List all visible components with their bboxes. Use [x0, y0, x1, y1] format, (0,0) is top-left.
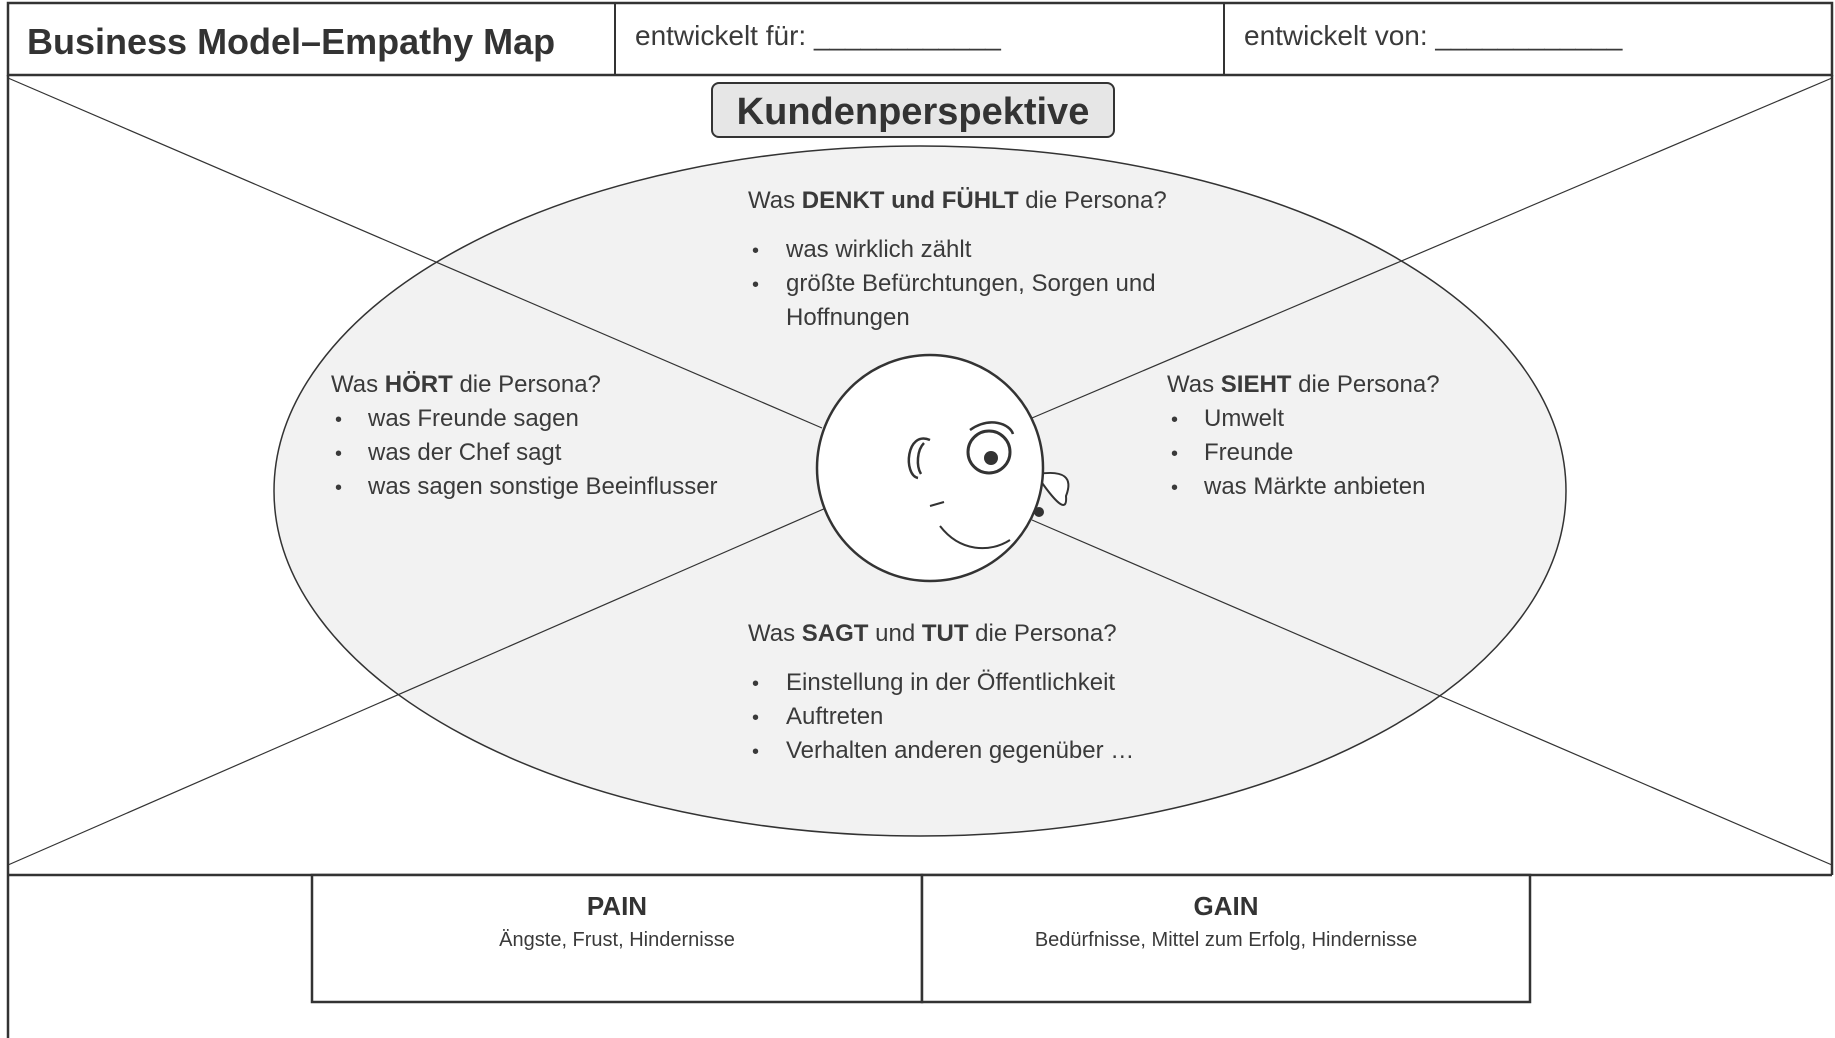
list-item: was wirklich zählt — [785, 236, 972, 263]
pain-box — [310, 873, 924, 1004]
heading-part: die Persona? — [453, 371, 601, 398]
bullet-icon: • — [335, 477, 342, 499]
list-item: was der Chef sagt — [367, 439, 562, 466]
heading-part: Was — [1167, 371, 1221, 398]
heading-part: Was — [748, 620, 802, 647]
say-do-heading: Was SAGT und TUT die Persona? — [748, 620, 1117, 647]
heading-part: DENKT und FÜHLT — [802, 187, 1019, 214]
list-item: Freunde — [1204, 439, 1293, 466]
list-item: was Märkte anbieten — [1203, 473, 1425, 500]
header-frame — [6, 1, 1834, 77]
list-item: was sagen sonstige Beeinflusser — [367, 473, 718, 500]
heading-part: SIEHT — [1221, 371, 1292, 398]
heading-part: die Persona? — [1019, 187, 1167, 214]
heading-part: Was — [331, 371, 385, 398]
heading-part: die Persona? — [1291, 371, 1439, 398]
pain-subtitle: Ängste, Frust, Hindernisse — [499, 929, 735, 951]
list-item: Hoffnungen — [786, 304, 910, 331]
bullet-icon: • — [1171, 477, 1178, 499]
heading-part: HÖRT — [385, 371, 453, 398]
diagonal-bottom-right — [1031, 519, 1833, 866]
gain-title: GAIN — [1194, 891, 1259, 921]
think-feel-quadrant: Was DENKT und FÜHLT die Persona? • was wir… — [748, 187, 1167, 331]
heading-part: TUT — [922, 620, 969, 647]
diagonal-bottom-left — [7, 507, 827, 866]
heading-part: SAGT — [802, 620, 869, 647]
gain-subtitle: Bedürfnisse, Mittel zum Erfolg, Hinderni… — [1035, 929, 1417, 951]
hear-heading: Was HÖRT die Persona? — [331, 371, 601, 398]
think-feel-heading: Was DENKT und FÜHLT die Persona? — [748, 187, 1167, 214]
bullet-icon: • — [752, 274, 759, 296]
heading-part: die Persona? — [969, 620, 1117, 647]
bullet-icon: • — [335, 409, 342, 431]
bullet-icon: • — [1171, 409, 1178, 431]
pain-title: PAIN — [587, 891, 647, 921]
gain-box — [920, 873, 1532, 1004]
developed-for-field[interactable]: entwickelt für: ____________ — [635, 20, 1001, 51]
bullet-icon: • — [752, 673, 759, 695]
see-heading: Was SIEHT die Persona? — [1167, 371, 1440, 398]
hear-quadrant: Was HÖRT die Persona? • was Freunde sagen •… — [331, 371, 718, 500]
say-do-quadrant: Was SAGT und TUT die Persona? • Einstellun… — [748, 620, 1134, 764]
list-item: was Freunde sagen — [367, 405, 579, 432]
diagonal-top-left — [7, 77, 823, 429]
heading-part: Was — [748, 187, 802, 214]
bullet-icon: • — [335, 443, 342, 465]
bullet-icon: • — [1171, 443, 1178, 465]
bullet-icon: • — [752, 741, 759, 763]
bullet-icon: • — [752, 240, 759, 262]
list-item: Auftreten — [786, 703, 883, 730]
list-item: Einstellung in der Öffentlichkeit — [786, 669, 1115, 696]
perspective-label: Kundenperspektive — [737, 91, 1090, 133]
heading-part: und — [868, 620, 921, 647]
list-item: Umwelt — [1204, 405, 1284, 432]
see-quadrant: Was SIEHT die Persona? • Umwelt • Freunde • wa… — [1167, 371, 1440, 500]
diagonal-top-right — [1031, 77, 1833, 419]
page-title: Business Model–Empathy Map — [27, 21, 555, 62]
persona-face-icon — [815, 353, 1070, 583]
perspective-label-box — [711, 82, 1115, 138]
developed-by-field[interactable]: entwickelt von: ____________ — [1244, 20, 1623, 51]
list-item: Verhalten anderen gegenüber … — [786, 737, 1134, 764]
list-item: größte Befürchtungen, Sorgen und — [786, 270, 1156, 297]
bullet-icon: • — [752, 707, 759, 729]
